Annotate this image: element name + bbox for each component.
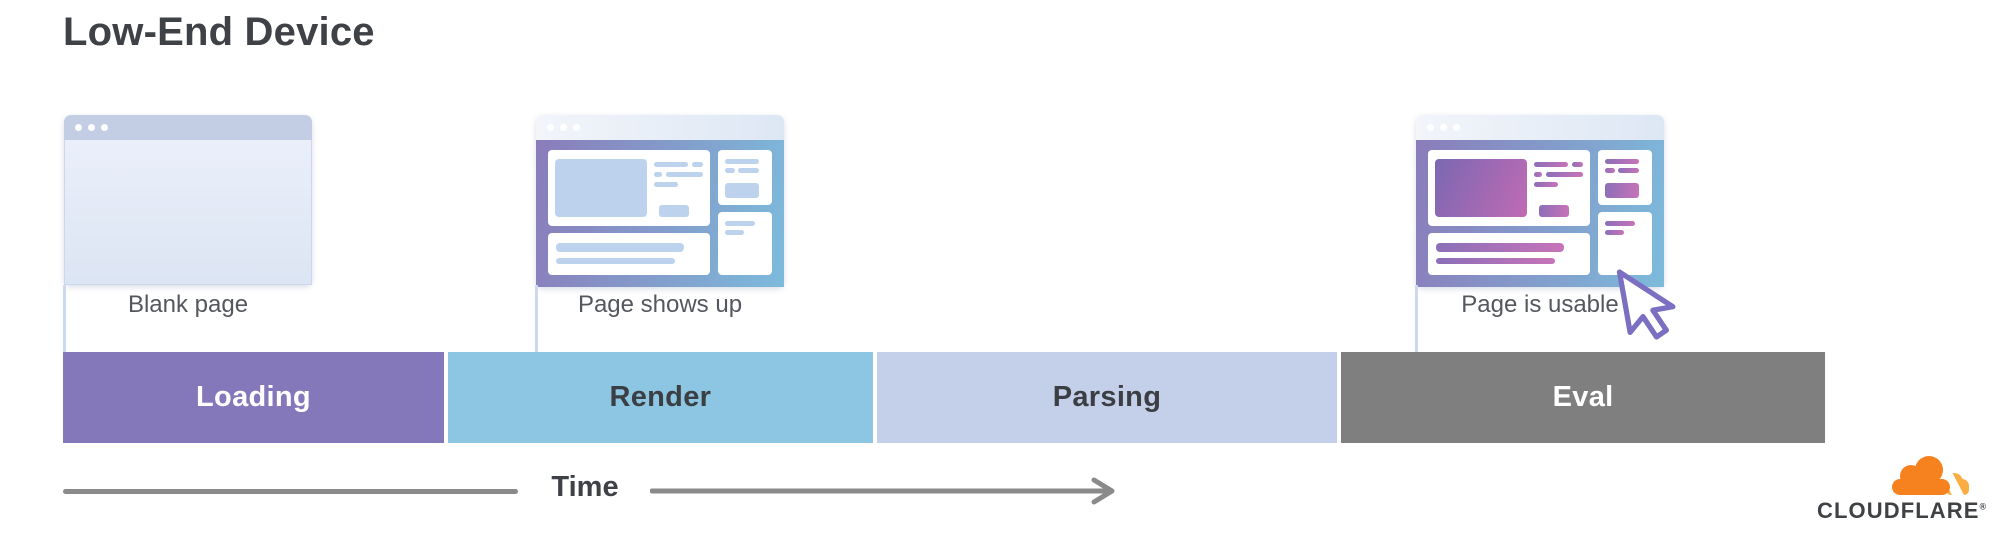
content-card-footer: [1428, 233, 1590, 275]
text-line-placeholder: [1546, 172, 1583, 177]
content-card-sidebar-top: [1598, 150, 1652, 205]
button-placeholder: [1539, 205, 1569, 217]
cursor-icon: [1616, 269, 1676, 340]
browser-window-usable: [1416, 115, 1664, 287]
timeline-segment-render: Render: [447, 352, 873, 443]
blank-page-body: [64, 140, 312, 285]
text-line-placeholder: [725, 159, 759, 164]
browser-window-blank: [64, 115, 312, 285]
text-line-placeholder: [654, 162, 688, 167]
content-card-main: [548, 150, 710, 226]
cloudflare-cloud-icon: [1892, 456, 1969, 497]
page-shows-up-caption: Page shows up: [577, 291, 743, 318]
connector-line: [1415, 285, 1418, 352]
window-dot-icon: [1427, 124, 1434, 131]
button-placeholder: [1605, 183, 1639, 198]
window-dot-icon: [88, 124, 95, 131]
text-line-placeholder: [1534, 172, 1542, 177]
text-line-placeholder: [1572, 162, 1583, 167]
content-card-sidebar-top: [718, 150, 772, 205]
text-line-placeholder: [1534, 162, 1568, 167]
text-line-placeholder: [556, 243, 684, 252]
timeline-segment-loading: Loading: [63, 352, 444, 443]
window-dot-icon: [573, 124, 580, 131]
window-dot-icon: [547, 124, 554, 131]
text-line-placeholder: [1605, 221, 1635, 226]
window-titlebar: [1416, 115, 1664, 140]
rendered-page-body: [536, 140, 784, 287]
text-line-placeholder: [1605, 168, 1615, 173]
text-line-placeholder: [1534, 182, 1558, 187]
time-axis-line: [63, 489, 518, 494]
page-is-usable-caption: Page is usable: [1461, 291, 1619, 318]
content-card-main: [1428, 150, 1590, 226]
timeline-bar: Loading Render Parsing Eval: [63, 352, 1825, 443]
text-line-placeholder: [666, 172, 703, 177]
content-card-sidebar-bottom: [718, 212, 772, 275]
text-line-placeholder: [1436, 243, 1564, 252]
text-line-placeholder: [1618, 168, 1639, 173]
text-line-placeholder: [1436, 258, 1555, 264]
hero-image-placeholder: [1435, 159, 1527, 217]
browser-window-rendered: [536, 115, 784, 287]
text-line-placeholder: [725, 168, 735, 173]
window-dot-icon: [1440, 124, 1447, 131]
connector-line: [63, 285, 66, 352]
window-dot-icon: [101, 124, 108, 131]
registered-mark: ®: [1979, 501, 1987, 512]
window-dot-icon: [75, 124, 82, 131]
text-line-placeholder: [692, 162, 703, 167]
text-line-placeholder: [556, 258, 675, 264]
timeline-segment-parsing: Parsing: [876, 352, 1338, 443]
text-line-placeholder: [725, 230, 744, 235]
time-axis-label: Time: [551, 471, 619, 503]
window-dot-icon: [560, 124, 567, 131]
text-line-placeholder: [654, 182, 678, 187]
window-dot-icon: [1453, 124, 1460, 131]
text-line-placeholder: [738, 168, 759, 173]
timeline-segment-eval: Eval: [1341, 352, 1825, 443]
window-titlebar: [64, 115, 312, 140]
content-card-footer: [548, 233, 710, 275]
blank-page-caption: Blank page: [127, 291, 249, 318]
button-placeholder: [659, 205, 689, 217]
text-line-placeholder: [725, 221, 755, 226]
button-placeholder: [725, 183, 759, 198]
text-line-placeholder: [654, 172, 662, 177]
cloudflare-wordmark: CLOUDFLARE®: [1817, 498, 1987, 523]
right-arrow-icon: [650, 477, 1115, 505]
hero-image-placeholder: [555, 159, 647, 217]
connector-line: [535, 285, 538, 352]
usable-page-body: [1416, 140, 1664, 287]
text-line-placeholder: [1605, 230, 1624, 235]
window-titlebar: [536, 115, 784, 140]
content-card-sidebar-bottom: [1598, 212, 1652, 275]
page-title: Low-End Device: [63, 10, 375, 54]
text-line-placeholder: [1605, 159, 1639, 164]
